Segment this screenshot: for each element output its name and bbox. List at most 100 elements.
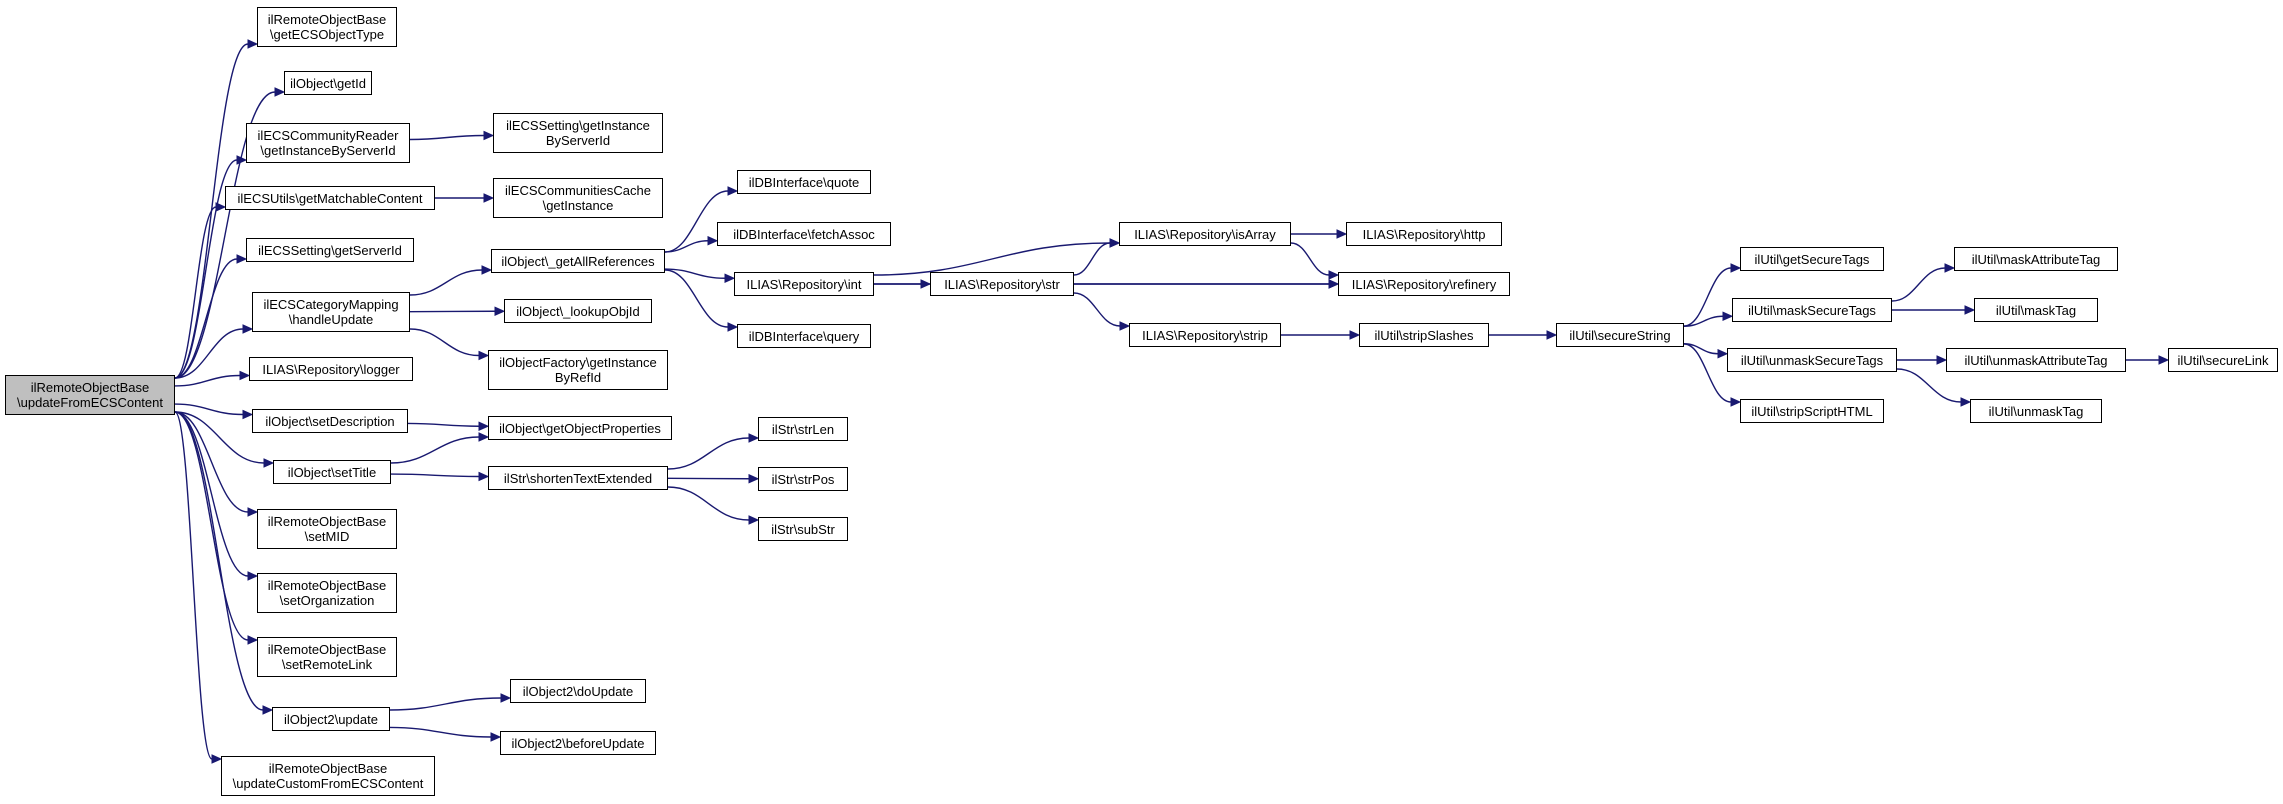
edge-root-to-setDescription: [174, 403, 244, 416]
edge-arrowhead: [707, 235, 719, 246]
edge-arrowhead: [1964, 305, 1976, 315]
node-mask-tag[interactable]: ilUtil\maskTag: [1974, 298, 2098, 322]
node-label-line: ILIAS\Repository\refinery: [1351, 276, 1497, 292]
node-label-line: \getInstance: [542, 198, 614, 213]
node-update-custom[interactable]: ilRemoteObjectBase\updateCustomFromECSCo…: [221, 756, 435, 796]
node-repo-strip[interactable]: ILIAS\Repository\strip: [1129, 323, 1281, 347]
node-get-instance-by-server-id[interactable]: ilECSCommunityReader\getInstanceByServer…: [246, 123, 410, 163]
node-repo-logger[interactable]: ILIAS\Repository\logger: [249, 357, 413, 381]
edge-arrowhead: [500, 693, 512, 703]
node-db-query[interactable]: ilDBInterface\query: [737, 324, 871, 348]
node-str-len[interactable]: ilStr\strLen: [758, 417, 848, 441]
edge-obj2Update-to-obj2BeforeUpdate: [389, 726, 492, 738]
edge-handleUpdate-to-objFactoryGetInstance: [409, 328, 480, 357]
node-strip-script-html[interactable]: ilUtil\stripScriptHTML: [1740, 399, 1884, 423]
edge-setDescription-to-getObjectProperties: [407, 422, 480, 427]
edge-arrowhead: [274, 87, 286, 97]
node-repo-http[interactable]: ILIAS\Repository\http: [1346, 222, 1502, 246]
node-db-fetch-assoc[interactable]: ilDBInterface\fetchAssoc: [717, 222, 891, 246]
node-strip-slashes[interactable]: ilUtil\stripSlashes: [1359, 323, 1489, 347]
edge-arrowhead: [483, 130, 495, 141]
node-root: ilRemoteObjectBase\updateFromECSContent: [5, 375, 175, 415]
node-mask-secure-tags[interactable]: ilUtil\maskSecureTags: [1732, 298, 1892, 322]
node-label-line: \getECSObjectType: [269, 27, 385, 42]
edge-setTitle-to-getObjectProperties: [390, 436, 480, 464]
edge-arrowhead: [211, 754, 223, 764]
edge-repoStr-to-repoStrip: [1073, 292, 1121, 327]
node-set-title[interactable]: ilObject\setTitle: [273, 460, 391, 484]
edge-getAllReferences-to-repoInt: [664, 268, 726, 279]
node-get-matchable-content[interactable]: ilECSUtils\getMatchableContent: [225, 186, 435, 210]
node-get-ecsobject-type[interactable]: ilRemoteObjectBase\getECSObjectType: [257, 7, 397, 47]
node-repo-is-array[interactable]: ILIAS\Repository\isArray: [1119, 222, 1291, 246]
node-set-remote-link[interactable]: ilRemoteObjectBase\setRemoteLink: [257, 637, 397, 677]
node-db-quote[interactable]: ilDBInterface\quote: [737, 170, 871, 194]
edge-repoIsArray-to-repoRefinery: [1290, 242, 1330, 276]
node-label-line: ilECSUtils\getMatchableContent: [237, 190, 423, 206]
edge-arrowhead: [478, 432, 490, 442]
node-set-mid[interactable]: ilRemoteObjectBase\setMID: [257, 509, 397, 549]
node-label-line: ilECSSetting\getServerId: [258, 242, 402, 258]
edge-handleUpdate-to-getAllReferences: [409, 269, 483, 296]
node-obj-get-id[interactable]: ilObject\getId: [284, 71, 372, 95]
node-label-line: ilUtil\stripScriptHTML: [1751, 403, 1873, 419]
edge-arrowhead: [1717, 348, 1729, 359]
edge-arrowhead: [242, 324, 254, 334]
node-label-line: ilECSSetting\getInstance: [506, 118, 650, 133]
edge-repoStr-to-repoIsArray: [1073, 242, 1111, 276]
node-label-line: ilUtil\maskSecureTags: [1748, 302, 1876, 318]
edge-arrowhead: [478, 471, 490, 482]
node-label-line: ILIAS\Repository\strip: [1142, 327, 1268, 343]
node-obj2-update[interactable]: ilObject2\update: [272, 707, 390, 731]
node-set-organization[interactable]: ilRemoteObjectBase\setOrganization: [257, 573, 397, 613]
edge-obj2Update-to-obj2DoUpdate: [389, 697, 502, 711]
node-str-pos[interactable]: ilStr\strPos: [758, 467, 848, 491]
node-get-secure-tags[interactable]: ilUtil\getSecureTags: [1740, 247, 1884, 271]
edge-root-to-setOrganization: [174, 411, 249, 577]
node-label-line: ilRemoteObjectBase: [267, 514, 387, 529]
edge-arrowhead: [1944, 263, 1956, 273]
edge-arrowhead: [247, 39, 259, 49]
edge-arrowhead: [236, 254, 248, 264]
node-label-line: \setMID: [304, 529, 350, 544]
node-label-line: ILIAS\Repository\str: [944, 276, 1060, 292]
node-label-line: ilUtil\unmaskTag: [1988, 403, 2084, 419]
node-get-all-references[interactable]: ilObject\_getAllReferences: [491, 249, 665, 273]
node-secure-link[interactable]: ilUtil\secureLink: [2168, 348, 2278, 372]
node-set-description[interactable]: ilObject\setDescription: [252, 409, 408, 433]
node-unmask-attribute-tag[interactable]: ilUtil\unmaskAttributeTag: [1946, 348, 2126, 372]
edge-getAllReferences-to-dbQuery: [664, 269, 729, 328]
node-label-line: ilUtil\maskTag: [1995, 302, 2077, 318]
edge-arrowhead: [724, 273, 736, 284]
node-handle-update[interactable]: ilECSCategoryMapping\handleUpdate: [252, 292, 410, 332]
edge-shortenTextExtended-to-subStr: [667, 486, 750, 521]
edge-arrowhead: [748, 473, 760, 484]
node-get-object-properties[interactable]: ilObject\getObjectProperties: [488, 416, 672, 440]
node-communities-cache-get-instance[interactable]: ilECSCommunitiesCache\getInstance: [493, 178, 663, 218]
node-repo-str[interactable]: ILIAS\Repository\str: [930, 272, 1074, 296]
node-label-line: ilUtil\secureString: [1569, 327, 1671, 343]
node-obj2-before-update[interactable]: ilObject2\beforeUpdate: [500, 731, 656, 755]
edge-arrowhead: [920, 279, 932, 289]
node-lookup-obj-id[interactable]: ilObject\_lookupObjId: [504, 299, 652, 323]
node-repo-int[interactable]: ILIAS\Repository\int: [734, 272, 874, 296]
node-secure-string[interactable]: ilUtil\secureString: [1556, 323, 1684, 347]
node-label-line: ILIAS\Repository\http: [1362, 226, 1486, 242]
node-shorten-text-extended[interactable]: ilStr\shortenTextExtended: [488, 466, 668, 490]
edge-arrowhead: [1730, 397, 1742, 407]
node-unmask-tag[interactable]: ilUtil\unmaskTag: [1970, 399, 2102, 423]
edge-root-to-getMatchableContent: [174, 206, 217, 379]
edge-unmaskSecureTags-to-unmaskTag: [1896, 368, 1962, 403]
node-repo-refinery[interactable]: ILIAS\Repository\refinery: [1338, 272, 1510, 296]
node-label-line: ilObjectFactory\getInstance: [499, 355, 657, 370]
edge-arrowhead: [1722, 311, 1734, 322]
node-unmask-secure-tags[interactable]: ilUtil\unmaskSecureTags: [1727, 348, 1897, 372]
node-label-line: ilDBInterface\fetchAssoc: [733, 226, 875, 242]
edge-arrowhead: [236, 155, 248, 165]
node-sub-str[interactable]: ilStr\subStr: [758, 517, 848, 541]
node-mask-attribute-tag[interactable]: ilUtil\maskAttributeTag: [1954, 247, 2118, 271]
node-get-server-id[interactable]: ilECSSetting\getServerId: [246, 238, 414, 262]
node-obj2-do-update[interactable]: ilObject2\doUpdate: [510, 679, 646, 703]
